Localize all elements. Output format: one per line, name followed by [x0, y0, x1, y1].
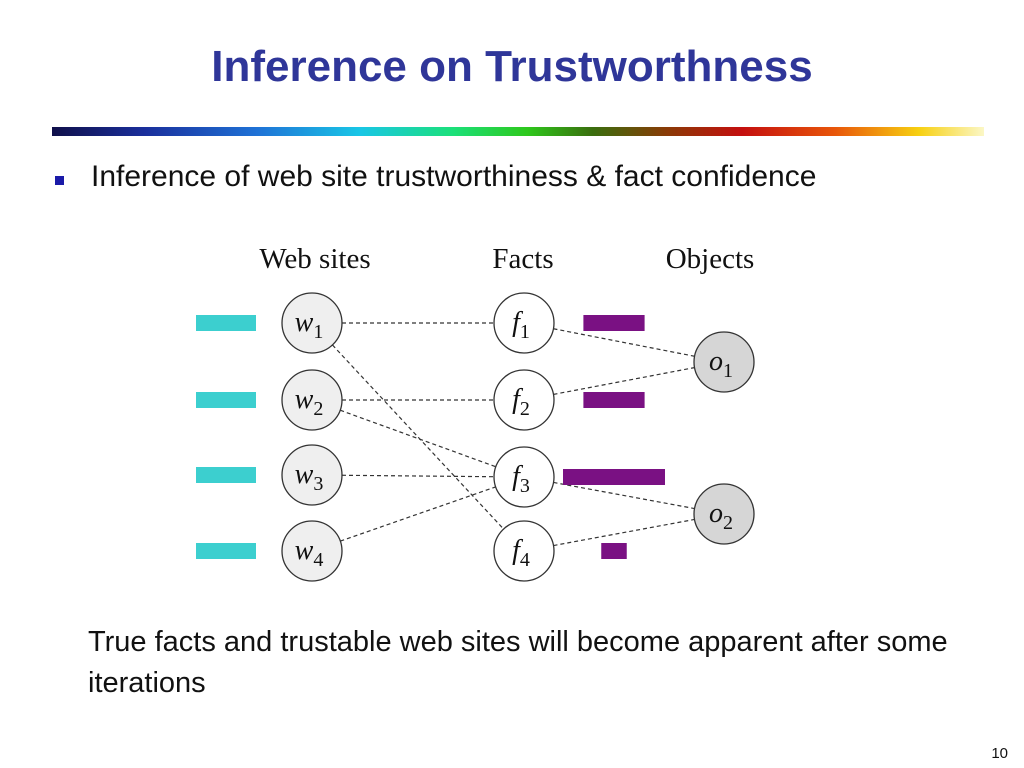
header-websites: Web sites [259, 243, 370, 275]
bullet-square-icon [55, 176, 64, 185]
edge-w2-f3 [339, 409, 497, 468]
website-node-w3: w3 [281, 444, 343, 506]
website-node-w1: w1 [281, 292, 343, 354]
fact-node-f4: f4 [493, 520, 555, 582]
edge-w3-f3 [341, 474, 495, 478]
svg-text:f3: f3 [512, 461, 530, 497]
website-sub-w2: 2 [313, 398, 323, 420]
trust-bar-1 [196, 315, 256, 331]
fact-node-f1: f1 [493, 292, 555, 354]
fact-sub-f4: 4 [520, 549, 530, 571]
website-label-w1: w [295, 307, 314, 338]
fact-label-f1: f [512, 307, 523, 338]
confidence-bar-1 [583, 315, 645, 331]
fact-sub-f2: 2 [520, 398, 530, 420]
diagram-edges [331, 322, 695, 547]
object-sub-o1: 1 [723, 360, 733, 382]
edge-w1-f4 [331, 344, 505, 530]
header-facts: Facts [492, 243, 553, 275]
svg-text:f2: f2 [512, 384, 530, 420]
trust-bar-4 [196, 543, 256, 559]
website-label-w3: w [295, 459, 314, 490]
bullet-text: Inference of web site trustworthiness & … [91, 160, 817, 193]
svg-text:o2: o2 [709, 498, 733, 534]
header-objects: Objects [666, 243, 755, 275]
svg-text:w2: w2 [295, 384, 324, 420]
website-sub-w4: 4 [313, 549, 323, 571]
fact-label-f3: f [512, 461, 523, 492]
website-sub-w1: 1 [313, 321, 323, 343]
svg-text:w3: w3 [295, 459, 324, 495]
conclusion-text: True facts and trustable web sites will … [88, 626, 948, 699]
edge-f2-o1 [553, 367, 695, 395]
fact-sub-f1: 1 [520, 321, 530, 343]
object-label-o2: o [709, 498, 723, 529]
svg-text:f4: f4 [512, 535, 530, 571]
object-node-o2: o2 [693, 483, 755, 545]
object-sub-o2: 2 [723, 512, 733, 534]
edge-f1-o1 [553, 328, 695, 357]
trust-bar-2 [196, 392, 256, 408]
fact-node-f2: f2 [493, 369, 555, 431]
svg-text:w4: w4 [295, 535, 324, 571]
confidence-bar-3 [563, 469, 665, 485]
page-number: 10 [991, 745, 1008, 762]
website-node-w2: w2 [281, 369, 343, 431]
fact-label-f2: f [512, 384, 523, 415]
edge-f3-o2 [553, 481, 695, 510]
confidence-bar-2 [583, 392, 645, 408]
edge-f4-o2 [553, 518, 695, 547]
website-node-w4: w4 [281, 520, 343, 582]
confidence-bar-4 [601, 543, 627, 559]
website-label-w2: w [295, 384, 314, 415]
trust-bar-3 [196, 467, 256, 483]
object-node-o1: o1 [693, 331, 755, 393]
fact-sub-f3: 3 [520, 475, 530, 497]
diagram-bars [196, 315, 665, 559]
svg-text:f1: f1 [512, 307, 530, 343]
rainbow-divider [52, 127, 984, 136]
fact-label-f4: f [512, 535, 523, 566]
slide-title: Inference on Trustworthness [211, 42, 813, 91]
svg-text:w1: w1 [295, 307, 324, 343]
svg-text:o1: o1 [709, 346, 733, 382]
website-sub-w3: 3 [313, 473, 323, 495]
website-label-w4: w [295, 535, 314, 566]
object-label-o1: o [709, 346, 723, 377]
fact-node-f3: f3 [493, 446, 555, 508]
